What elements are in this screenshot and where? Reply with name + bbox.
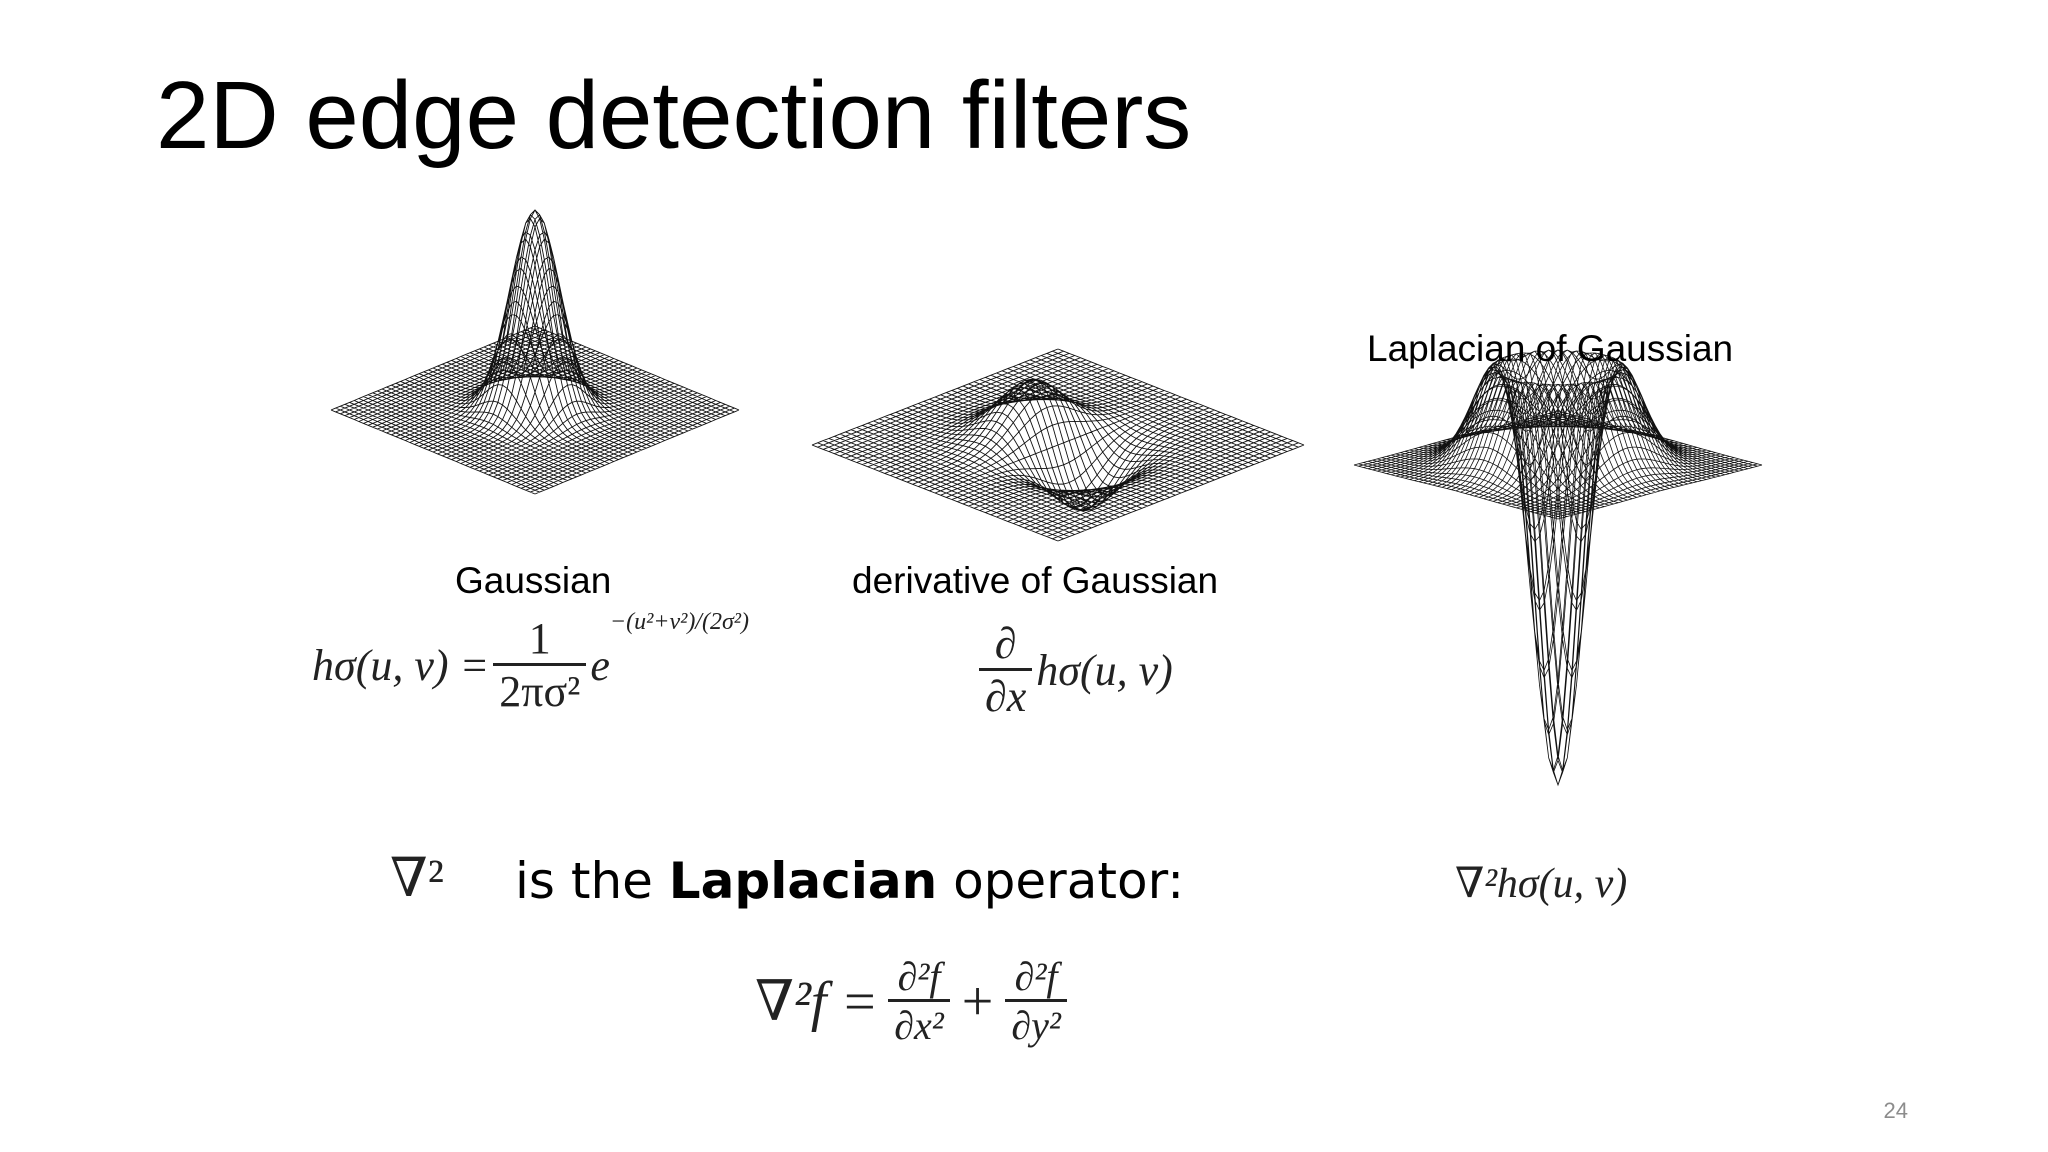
gaussian-exponent: −(u²+v²)/(2σ²) bbox=[609, 609, 749, 635]
laplacian-of-gaussian-label: Laplacian of Gaussian bbox=[1367, 328, 1734, 369]
gaussian-exp-base: e bbox=[590, 641, 610, 691]
laplacian-definition-equation: ∇²f = ∂²f ∂x² + ∂²f ∂y² bbox=[755, 955, 1071, 1048]
slide-title: 2D edge detection filters bbox=[156, 62, 1192, 169]
laplacian-description-bold: Laplacian bbox=[668, 852, 938, 910]
gaussian-numerator: 1 bbox=[528, 614, 551, 663]
laplacian-description-suffix: operator: bbox=[937, 852, 1185, 910]
laplacian-numerator-y: ∂²f bbox=[1014, 954, 1058, 999]
derivative-of-gaussian-label: derivative of Gaussian bbox=[852, 560, 1219, 601]
gaussian-denominator: 2πσ² bbox=[493, 663, 587, 716]
derivative-of-gaussian-surface-plot bbox=[811, 348, 1305, 542]
laplacian-denominator-x: ∂x² bbox=[888, 999, 950, 1048]
gaussian-fraction: 1 2πσ² bbox=[493, 614, 587, 717]
nabla-squared-symbol: ∇² bbox=[390, 848, 444, 908]
gaussian-surface-plot bbox=[330, 209, 740, 495]
laplacian-description: is the Laplacian operator: bbox=[515, 852, 1184, 910]
laplacian-fraction-y: ∂²f ∂y² bbox=[1005, 955, 1067, 1048]
surface-mesh bbox=[1353, 349, 1763, 787]
gaussian-equation: hσ(u, v) = 1 2πσ² e −(u²+v²)/(2σ²) bbox=[312, 609, 749, 717]
laplacian-fraction-x: ∂²f ∂x² bbox=[888, 955, 950, 1048]
surface-mesh bbox=[811, 348, 1305, 542]
laplacian-numerator-x: ∂²f bbox=[897, 954, 941, 999]
gaussian-equation-lhs: hσ(u, v) = bbox=[312, 641, 490, 691]
laplacian-of-gaussian-equation: ∇²hσ(u, v) bbox=[1455, 861, 1628, 907]
laplacian-denominator-y: ∂y² bbox=[1005, 999, 1067, 1048]
laplacian-of-gaussian-surface-plot bbox=[1353, 349, 1763, 787]
dog-denominator: ∂x bbox=[979, 668, 1033, 721]
laplacian-definition-lhs: ∇²f = bbox=[755, 971, 879, 1033]
dog-numerator: ∂ bbox=[994, 619, 1017, 668]
derivative-of-gaussian-equation: ∂ ∂x hσ(u, v) bbox=[975, 619, 1173, 722]
laplacian-plus-sign: + bbox=[961, 970, 994, 1033]
laplacian-description-prefix: is the bbox=[515, 852, 669, 910]
page-number: 24 bbox=[1883, 1098, 1908, 1123]
gaussian-label: Gaussian bbox=[455, 560, 612, 601]
dog-function: hσ(u, v) bbox=[1036, 646, 1173, 696]
surface-mesh bbox=[330, 209, 740, 495]
dog-fraction: ∂ ∂x bbox=[979, 619, 1033, 722]
